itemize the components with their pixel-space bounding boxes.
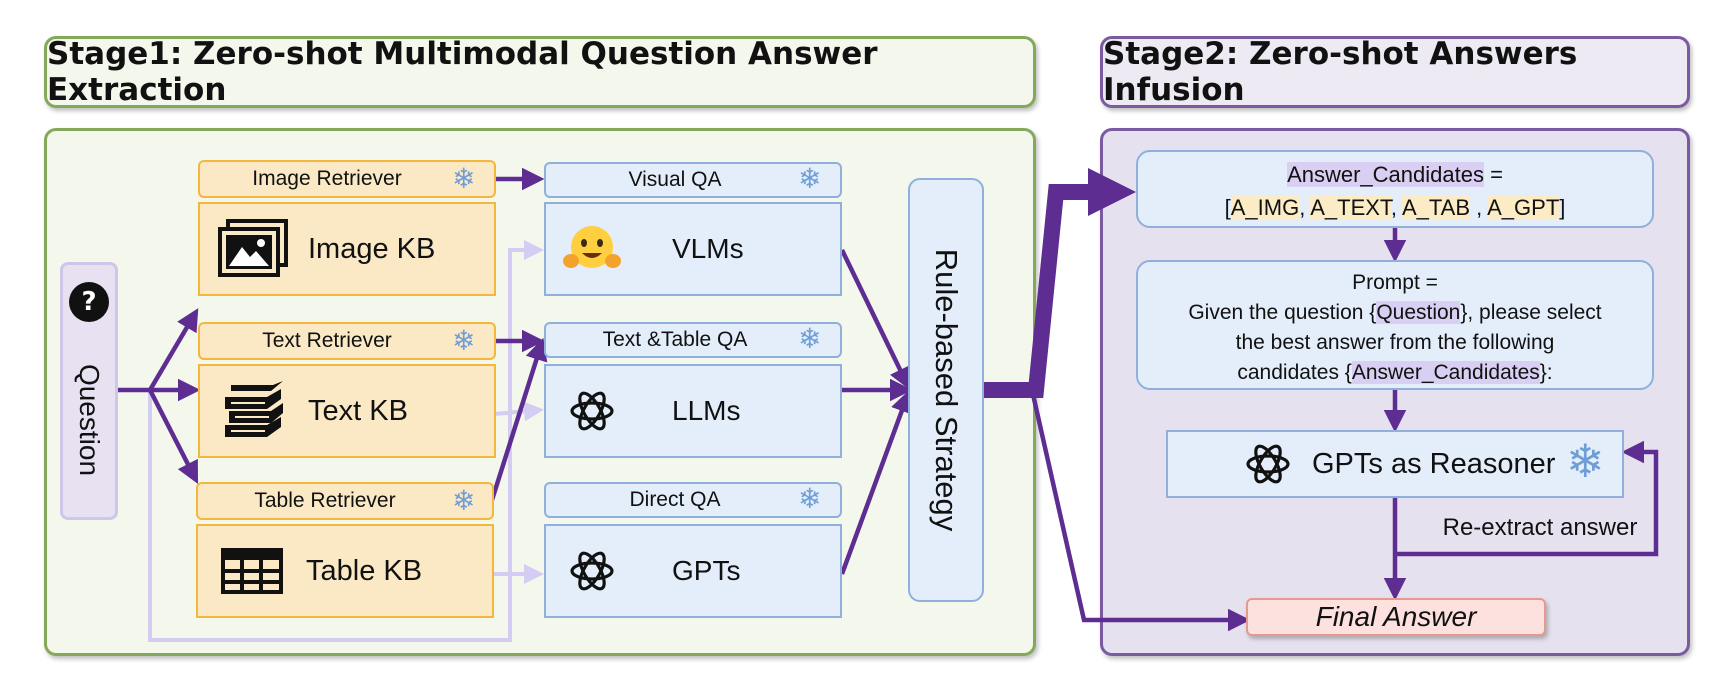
image-kb: Image KB <box>198 202 496 296</box>
candidate-item: A_IMG <box>1230 195 1300 220</box>
image-retriever: Image Retriever <box>198 160 496 198</box>
prompt-text: }: <box>1539 361 1553 384</box>
llms-label: LLMs <box>672 395 741 426</box>
text-table-qa: Text &Table QA <box>544 322 842 358</box>
snowflake-icon: ❄ <box>798 323 822 354</box>
prompt-text: candidates { <box>1237 361 1352 384</box>
text-kb-label: Text KB <box>308 394 408 427</box>
table-grid-icon <box>212 536 292 606</box>
snowflake-icon: ❄ <box>452 163 476 194</box>
answer-candidates-box: Answer_Candidates = [A_IMG, A_TEXT, A_TA… <box>1136 150 1654 228</box>
text-retriever: Text Retriever <box>198 322 496 360</box>
text-kb: Text KB <box>198 364 496 458</box>
snowflake-icon: ❄ <box>1566 435 1605 487</box>
table-retriever-label: Table Retriever <box>254 489 396 512</box>
gpts-reasoner-label: GPTs as Reasoner <box>1312 447 1556 480</box>
openai-logo-icon <box>556 380 628 442</box>
hugging-face-icon <box>556 218 628 280</box>
direct-qa: Direct QA <box>544 482 842 518</box>
prompt-box: Prompt = Given the question {Question}, … <box>1136 260 1654 390</box>
image-kb-label: Image KB <box>308 232 436 265</box>
close-bracket: ] <box>1559 195 1566 220</box>
visual-qa-label: Visual QA <box>628 168 722 191</box>
prompt-line-4: candidates {Answer_Candidates}: <box>1138 358 1652 388</box>
question-var: Question <box>1376 301 1461 324</box>
snowflake-icon: ❄ <box>452 485 476 516</box>
answer-candidates-var: Answer_Candidates <box>1351 361 1540 384</box>
visual-qa: Visual QA <box>544 162 842 198</box>
re-extract-label: Re-extract answer <box>1442 514 1638 541</box>
table-retriever: Table Retriever <box>196 482 494 520</box>
snowflake-icon: ❄ <box>452 325 476 356</box>
vlms-box: VLMs <box>544 202 842 296</box>
question-mark-icon: ? <box>69 282 109 322</box>
text-retriever-label: Text Retriever <box>262 329 392 352</box>
candidate-item: A_GPT <box>1487 195 1560 220</box>
gpts-reasoner-box: GPTs as Reasoner <box>1166 430 1624 498</box>
question-label: Question <box>74 363 105 477</box>
text-table-qa-label: Text &Table QA <box>602 328 748 351</box>
final-answer-box: Final Answer <box>1246 598 1546 636</box>
equals-sign: = <box>1483 162 1503 187</box>
prompt-line-3: the best answer from the following <box>1235 331 1555 354</box>
prompt-text: }, please select <box>1460 301 1602 324</box>
snowflake-icon: ❄ <box>798 163 822 194</box>
candidate-item: A_TAB <box>1401 195 1470 220</box>
table-kb-label: Table KB <box>306 554 423 587</box>
stage1-title: Stage1: Zero-shot Multimodal Question An… <box>44 36 1036 108</box>
direct-qa-label: Direct QA <box>629 488 721 511</box>
rule-based-strategy-box <box>908 178 984 602</box>
open-bracket: [ <box>1224 195 1231 220</box>
candidate-item: A_TEXT <box>1310 195 1391 220</box>
gpts-label: GPTs <box>672 555 741 586</box>
stage2-title: Stage2: Zero-shot Answers Infusion <box>1100 36 1690 108</box>
llms-box: LLMs <box>544 364 842 458</box>
prompt-line-1: Prompt = <box>1352 271 1438 294</box>
snowflake-icon: ❄ <box>798 483 822 514</box>
book-stack-icon <box>214 376 294 446</box>
openai-logo-icon <box>556 540 628 602</box>
prompt-line-2: Given the question {Question}, please se… <box>1138 298 1652 328</box>
table-kb: Table KB <box>196 524 494 618</box>
prompt-text: Given the question { <box>1188 301 1377 324</box>
final-answer-label: Final Answer <box>1315 601 1477 632</box>
image-retriever-label: Image Retriever <box>252 167 402 190</box>
vlms-label: VLMs <box>672 233 744 264</box>
gpts-box: GPTs <box>544 524 842 618</box>
rule-based-strategy-label: Rule-based Strategy <box>929 248 964 532</box>
answer-candidates-var: Answer_Candidates <box>1287 162 1484 187</box>
openai-logo-icon <box>1238 434 1298 494</box>
image-gallery-icon <box>214 214 294 284</box>
